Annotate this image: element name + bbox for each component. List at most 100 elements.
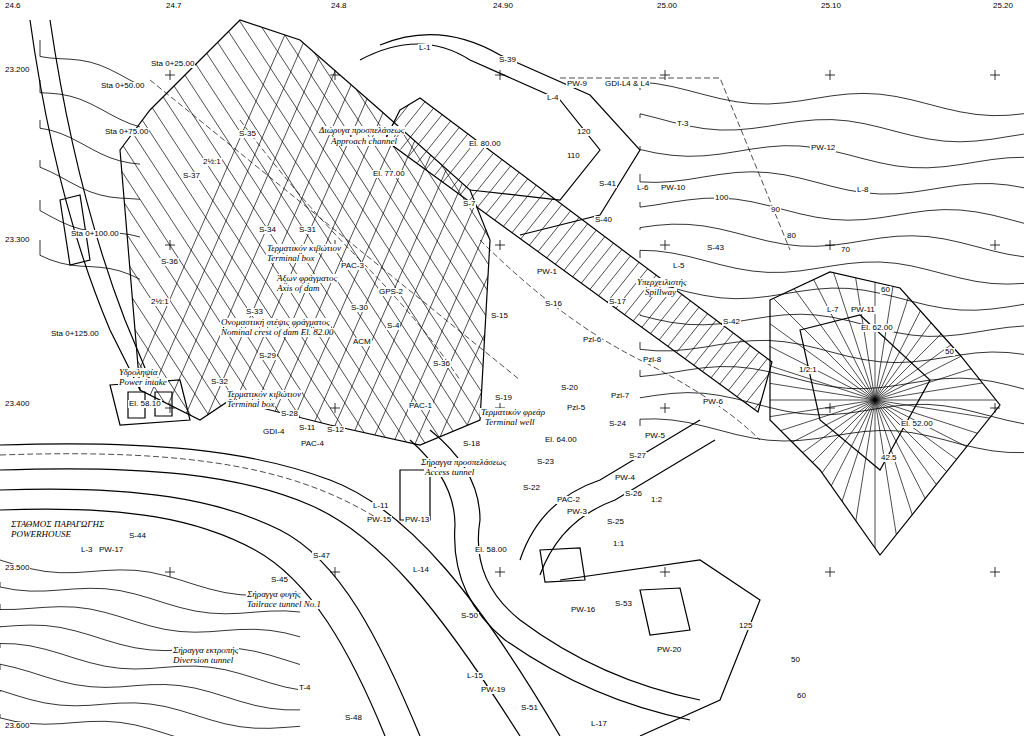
map-label: 23.300: [4, 236, 30, 244]
dam-fill-line: [730, 0, 1024, 460]
map-label: 60: [880, 286, 891, 294]
structure-label: POWERHOUSE: [10, 530, 72, 539]
map-label: PAC-1: [408, 402, 433, 410]
tailrace-tunnel: [0, 509, 385, 736]
map-label: 23.400: [4, 400, 30, 408]
map-label: 23.200: [4, 66, 30, 74]
grid-cross: [825, 70, 835, 80]
map-label: S-53: [614, 600, 633, 608]
basin-hatch: [813, 210, 875, 400]
structure-label: Spillway: [644, 288, 677, 297]
map-label: PW-1: [536, 268, 558, 276]
map-label: L-3: [80, 546, 94, 554]
dam-fill-line: [406, 0, 706, 460]
map-label: L-1: [418, 44, 432, 52]
map-label: S-44: [128, 532, 147, 540]
road: [520, 420, 700, 560]
map-label: Pzl-6: [582, 336, 602, 344]
map-label: 24.90: [492, 2, 514, 10]
basin-hatch: [784, 222, 875, 400]
dam-fill-line: [172, 0, 472, 460]
map-label: S-41: [598, 180, 617, 188]
map-label: 80: [786, 232, 797, 240]
map-label: 60: [796, 692, 807, 700]
structure-label: Power intake: [118, 378, 168, 387]
contour-dashed: [240, 120, 460, 380]
map-label: PW-5: [644, 432, 666, 440]
map-label: El. 58.10: [128, 400, 162, 408]
grid-cross: [990, 240, 1000, 250]
grid-cross: [165, 70, 175, 80]
map-label: S-37: [182, 172, 201, 180]
grid-cross: [165, 240, 175, 250]
dam-fill-line: [478, 0, 778, 460]
map-label: 125: [738, 622, 753, 630]
contour-line: [40, 160, 140, 199]
basin-hatch: [875, 238, 993, 400]
map-label: S-23: [536, 458, 555, 466]
map-label: GDI-L4 & L4: [604, 80, 650, 88]
grid-cross: [330, 567, 340, 577]
map-label: PAC-2: [556, 496, 581, 504]
map-label: PW-12: [810, 144, 836, 152]
dam-slope-line: [144, 0, 344, 460]
map-label: PW-17: [98, 546, 124, 554]
basin-hatch: [875, 400, 1024, 431]
dam-fill-line: [0, 0, 202, 460]
grid-cross: [330, 70, 340, 80]
structure-label: Access tunnel: [424, 468, 475, 477]
structure-label: Terminal well: [484, 418, 535, 427]
map-label: 1/2:1: [798, 366, 818, 374]
contour-line: [640, 198, 1024, 223]
basin-hatch: [784, 400, 875, 578]
structure-label: Υδροληψία: [118, 368, 159, 377]
dam-fill-line: [586, 0, 886, 460]
dam-fill-line: [604, 0, 904, 460]
map-label: S-15: [490, 312, 509, 320]
map-label: S-35: [238, 130, 257, 138]
map-label: S-25: [606, 518, 625, 526]
map-label: S-36: [160, 258, 179, 266]
map-label: El. 80.00: [468, 140, 502, 148]
contour-line: [640, 314, 1024, 336]
structure-label: Axis of dam: [276, 284, 321, 293]
map-label: 23.600: [4, 722, 30, 730]
map-label: S-7: [462, 200, 476, 208]
map-label: 42.5: [880, 454, 898, 462]
map-label: S-32: [210, 378, 229, 386]
contour-line: [0, 690, 300, 728]
dam-fill-line: [190, 0, 490, 460]
map-label: Sta 0+100.00: [70, 230, 120, 238]
map-label: PW-4: [614, 474, 636, 482]
map-label: 24.8: [330, 2, 348, 10]
dam-slope-line: [540, 0, 740, 460]
structure-label: Σήραγγα φυγής: [246, 590, 302, 599]
basin-hatch: [875, 210, 937, 400]
map-label: S-45: [270, 576, 289, 584]
basin-hatch: [844, 202, 875, 400]
basin-hatch: [697, 400, 875, 491]
survey-line: [560, 78, 790, 250]
map-label: ACM: [352, 338, 372, 346]
stilling-basin: [770, 272, 1000, 555]
map-label: Pzl-7: [610, 392, 630, 400]
basin-hatch: [875, 338, 1024, 400]
contour-line: [0, 644, 300, 690]
grid-cross: [660, 240, 670, 250]
grid-cross: [495, 567, 505, 577]
dam-fill-line: [0, 0, 130, 460]
map-label: L-6: [636, 184, 650, 192]
dam-fill-line: [0, 0, 184, 460]
dam-slope-line: [518, 0, 718, 460]
structure-label: Diversion tunnel: [172, 656, 234, 665]
contour-line: [640, 250, 1024, 284]
map-label: T-4: [298, 684, 312, 692]
basin-hatch: [844, 400, 875, 598]
dam-fill-line: [370, 0, 670, 460]
dam-slope-line: [474, 0, 674, 460]
dam-fill-line: [0, 0, 220, 460]
road: [540, 440, 715, 575]
dam-fill-line: [532, 0, 832, 460]
dam-outline: [120, 20, 490, 445]
grid-cross: [330, 403, 340, 413]
